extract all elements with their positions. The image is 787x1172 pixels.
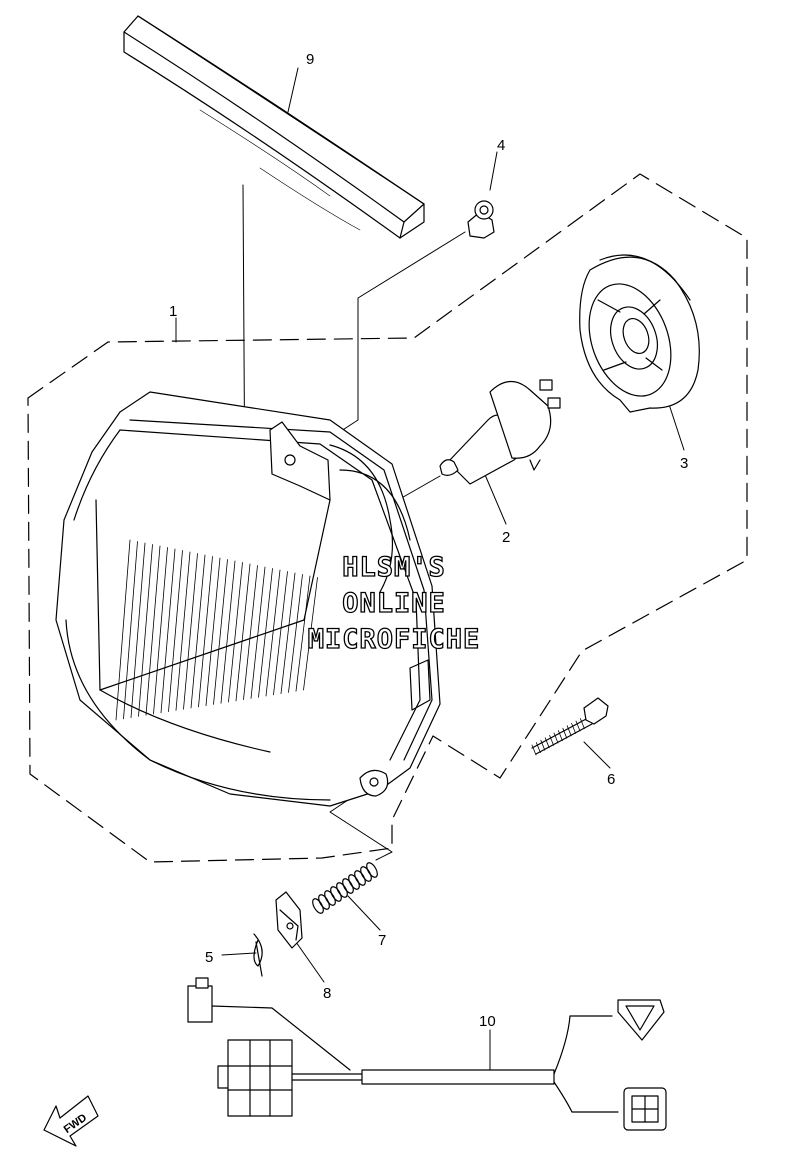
callout-8: 8 xyxy=(323,985,331,1002)
part-5-pin[interactable] xyxy=(253,933,263,977)
part-4-clip[interactable] xyxy=(467,200,495,239)
part-3-socket-cover[interactable] xyxy=(574,254,700,413)
callout-6: 6 xyxy=(607,771,615,788)
callout-7: 7 xyxy=(378,932,386,949)
lens-ribs xyxy=(115,539,318,721)
callout-4: 4 xyxy=(497,137,505,154)
part-1-headlight[interactable] xyxy=(55,391,441,807)
part-10-harness[interactable] xyxy=(187,977,667,1131)
callout-1: 1 xyxy=(169,303,177,320)
callout-10: 10 xyxy=(479,1013,496,1030)
fwd-arrow-icon xyxy=(43,1095,99,1147)
part-2-bulb[interactable] xyxy=(439,379,561,485)
part-9-cover[interactable] xyxy=(123,15,425,239)
part-6-screw[interactable] xyxy=(531,697,609,756)
part-8-nut[interactable] xyxy=(275,891,303,949)
callout-numbers: 9 4 1 3 2 6 7 5 8 10 xyxy=(169,51,688,1030)
assembly-boundary-dashed xyxy=(27,173,748,863)
watermark-line-1: HLSM'S xyxy=(342,552,446,583)
part-7-spring[interactable] xyxy=(311,861,380,915)
callout-2: 2 xyxy=(502,529,510,546)
watermark-line-3: MICROFICHE xyxy=(308,624,481,655)
watermark-line-2: ONLINE xyxy=(342,588,446,619)
watermark: HLSM'S ONLINE MICROFICHE xyxy=(307,551,481,655)
callout-3: 3 xyxy=(680,455,688,472)
callout-5: 5 xyxy=(205,949,213,966)
callout-9: 9 xyxy=(306,51,314,68)
